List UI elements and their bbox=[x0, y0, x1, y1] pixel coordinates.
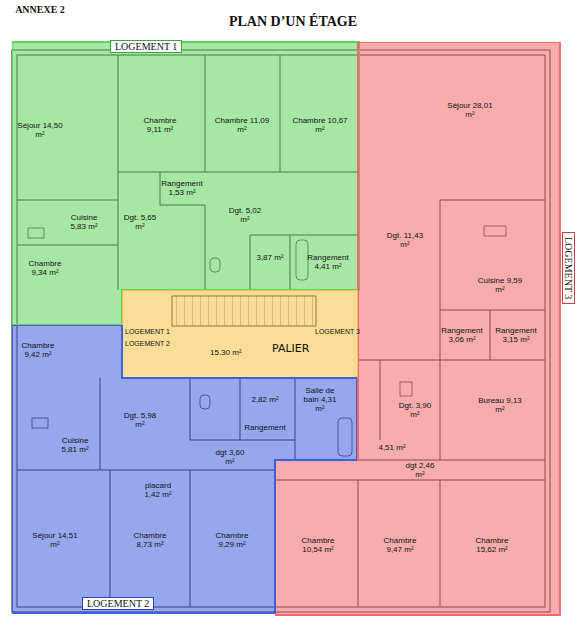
room-label: Rangement 3,06 m² bbox=[438, 326, 486, 344]
room-label: Chambre 9,29 m² bbox=[208, 531, 256, 549]
room-label: Dgt. 11,43 m² bbox=[382, 231, 428, 249]
annex-label: ANNEXE 2 bbox=[5, 4, 75, 16]
room-label: placard 1,42 m² bbox=[138, 481, 178, 499]
room-label: Rangement 4,41 m² bbox=[303, 253, 353, 271]
room-label: dgt 2,46 m² bbox=[400, 461, 440, 479]
room-label: Chambre 10,67 m² bbox=[292, 116, 348, 134]
room-label: Chambre 11,09 m² bbox=[214, 116, 270, 134]
room-label: Dgt. 3,90 m² bbox=[397, 401, 433, 419]
room-label: Chambre 10,54 m² bbox=[293, 536, 343, 554]
apartment-heading: LOGEMENT 2 bbox=[82, 597, 154, 610]
room-label: dgt 3,60 m² bbox=[210, 448, 250, 466]
room-label: 4,51 m² bbox=[374, 443, 410, 452]
landing-label: LOGEMENT 2 bbox=[125, 340, 170, 347]
region-shape bbox=[12, 325, 357, 613]
room-label: 3,87 m² bbox=[252, 253, 288, 262]
room-label: Chambre 8,73 m² bbox=[126, 531, 174, 549]
room-label: 2,82 m² bbox=[247, 395, 283, 404]
room-label: Chambre 9,11 m² bbox=[135, 116, 185, 134]
apartment-region: LOGEMENT 2 bbox=[12, 325, 357, 615]
room-label: Cuisine 5,83 m² bbox=[62, 213, 106, 231]
region-shape bbox=[12, 42, 360, 325]
landing-label: PALIER bbox=[272, 342, 309, 355]
room-label: Séjour 28,01 m² bbox=[442, 101, 498, 119]
room-label: Dgt. 5,02 m² bbox=[225, 206, 265, 224]
room-label: Rangement 1,53 m² bbox=[157, 179, 207, 197]
region-fill bbox=[12, 325, 357, 615]
room-label: Dgt. 5,98 m² bbox=[122, 411, 158, 429]
apartment-heading: LOGEMENT 1 bbox=[110, 40, 182, 53]
landing-label: LOGEMENT 3 bbox=[315, 328, 360, 335]
room-label: Chambre 9,42 m² bbox=[14, 341, 62, 359]
room-label: Dgt. 5,65 m² bbox=[122, 213, 158, 231]
room-label: Séjour 14,51 m² bbox=[30, 531, 80, 549]
region-shape bbox=[275, 42, 560, 615]
landing-label: 15.30 m² bbox=[210, 348, 242, 357]
room-label: Cuisine 5,81 m² bbox=[53, 436, 97, 454]
landing-region: LOGEMENT 1 LOGEMENT 3 LOGEMENT 2 15.30 m² PA… bbox=[122, 290, 358, 378]
room-label: Séjour 14,50 m² bbox=[15, 121, 65, 139]
room-label: Chambre 9,47 m² bbox=[376, 536, 424, 554]
room-label: Rangement 3,15 m² bbox=[492, 326, 540, 344]
room-label: Chambre 15,62 m² bbox=[467, 536, 517, 554]
landing-label: LOGEMENT 1 bbox=[125, 328, 170, 335]
room-label: Chambre 9,34 m² bbox=[20, 259, 70, 277]
plan-title: PLAN D’UN ÉTAGE bbox=[0, 14, 586, 30]
room-label: Salle de bain 4,31 m² bbox=[299, 386, 341, 414]
room-label: Cuisine 9,59 m² bbox=[475, 276, 525, 294]
room-label: Rangement bbox=[243, 423, 287, 432]
apartment-heading: LOGEMENT 3 bbox=[562, 232, 575, 304]
room-label: Bureau 9,13 m² bbox=[476, 396, 524, 414]
